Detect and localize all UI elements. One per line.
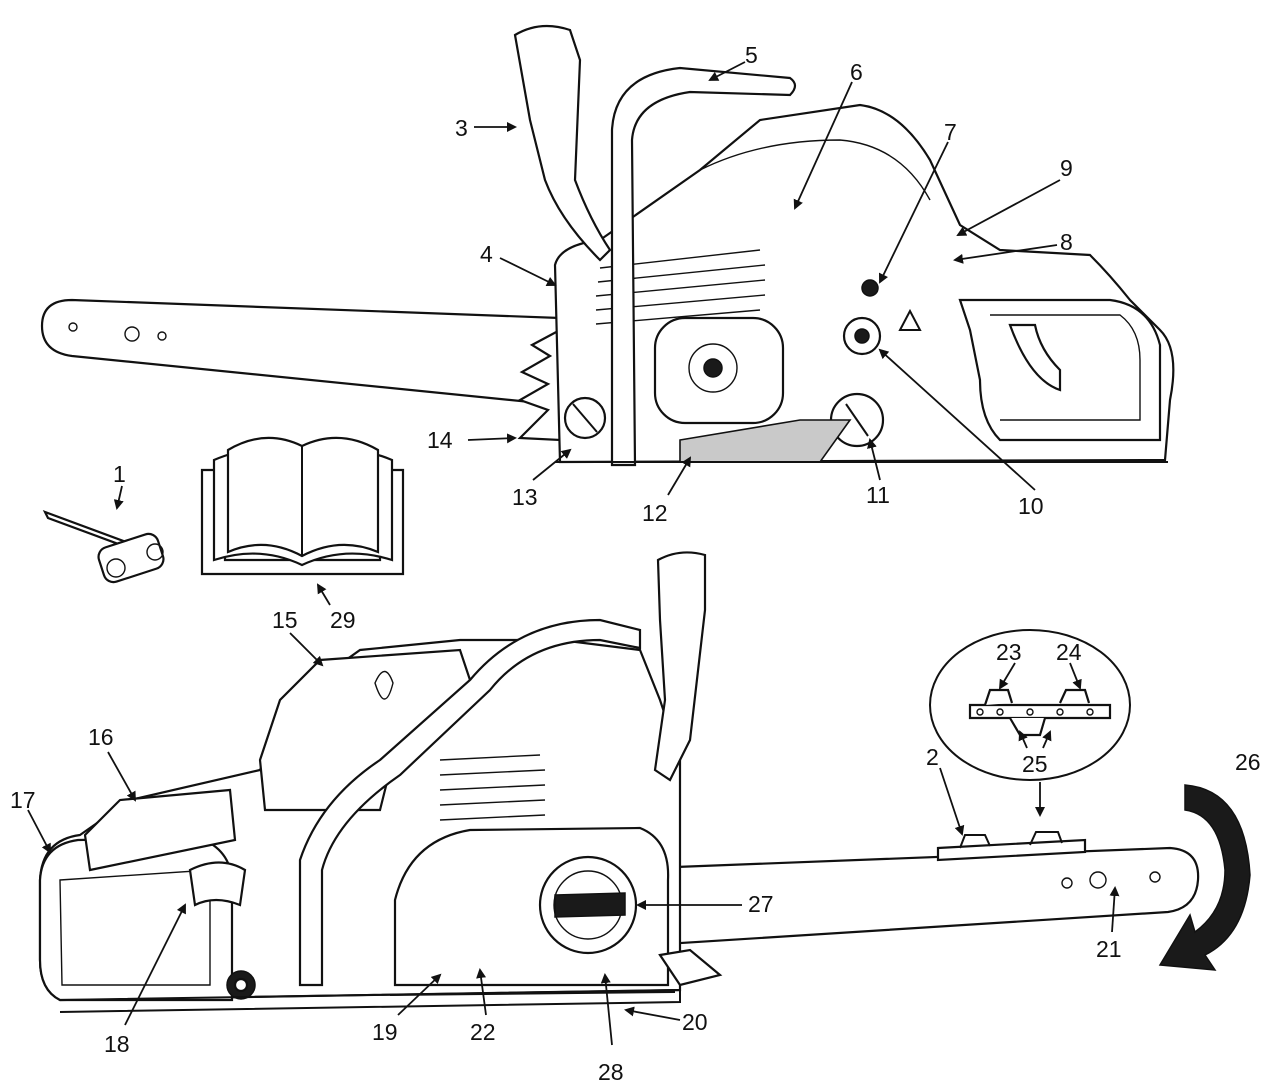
callout-21: 21: [1096, 936, 1122, 962]
top-guide-bar: [40, 298, 562, 407]
top-bumper-spike: [517, 328, 562, 442]
bottom-cylinder-fins: [439, 754, 546, 821]
callout-labels: 1 2 3 4 5 6 7 8 9 10 11 12 13 14 15 16 1…: [10, 42, 1261, 1085]
top-warning-triangle: [898, 308, 922, 331]
callout-2: 2: [926, 744, 939, 770]
bottom-throttle-lockout: [83, 788, 237, 872]
callout-28: 28: [598, 1059, 624, 1085]
callout-25: 25: [1022, 751, 1048, 777]
bottom-throttle-trigger: [188, 861, 247, 907]
callout-8: 8: [1060, 229, 1073, 255]
bottom-chain-catcher: [658, 948, 723, 987]
top-chain-brake-guard: [513, 24, 612, 262]
bottom-rear-handle: [38, 836, 234, 1002]
bottom-hand-guard: [653, 551, 707, 782]
callout-7: 7: [944, 119, 957, 145]
callout-6: 6: [850, 59, 863, 85]
top-lower-grip: [679, 419, 852, 463]
callout-24: 24: [1056, 639, 1082, 665]
callout-1: 1: [113, 461, 126, 487]
callout-26: 26: [1235, 749, 1261, 775]
chain-rotation-arrow: [1158, 784, 1251, 971]
callout-17: 17: [10, 787, 36, 813]
callout-11: 11: [866, 482, 890, 508]
leader-lines: [27, 61, 1120, 1046]
callout-3: 3: [455, 115, 468, 141]
top-front-handle: [610, 66, 797, 467]
callout-23: 23: [996, 639, 1022, 665]
callout-12: 12: [642, 500, 668, 526]
chain-detail-inset: [929, 629, 1131, 781]
combination-wrench-illustration: [42, 510, 165, 584]
bottom-guide-bar: [648, 846, 1200, 947]
bottom-front-handle: [298, 618, 642, 987]
manual-book-illustration: [200, 436, 405, 576]
top-small-button: [861, 279, 879, 297]
bar-chain-segment: [936, 831, 1087, 862]
callout-22: 22: [470, 1019, 496, 1045]
top-throttle-trigger: [1008, 323, 1062, 392]
callout-18: 18: [104, 1031, 130, 1057]
callout-14: 14: [427, 427, 453, 453]
top-chainsaw-illustration: [40, 24, 1175, 467]
callout-15: 15: [272, 607, 298, 633]
callout-19: 19: [372, 1019, 398, 1045]
callout-5: 5: [745, 42, 758, 68]
callout-20: 20: [682, 1009, 708, 1035]
callout-13: 13: [512, 484, 538, 510]
callout-9: 9: [1060, 155, 1073, 181]
callout-10: 10: [1018, 493, 1044, 519]
callout-4: 4: [480, 241, 493, 267]
callout-27: 27: [748, 891, 774, 917]
bottom-chainsaw-illustration: [38, 551, 1200, 1013]
callout-29: 29: [330, 607, 356, 633]
callout-16: 16: [88, 724, 114, 750]
